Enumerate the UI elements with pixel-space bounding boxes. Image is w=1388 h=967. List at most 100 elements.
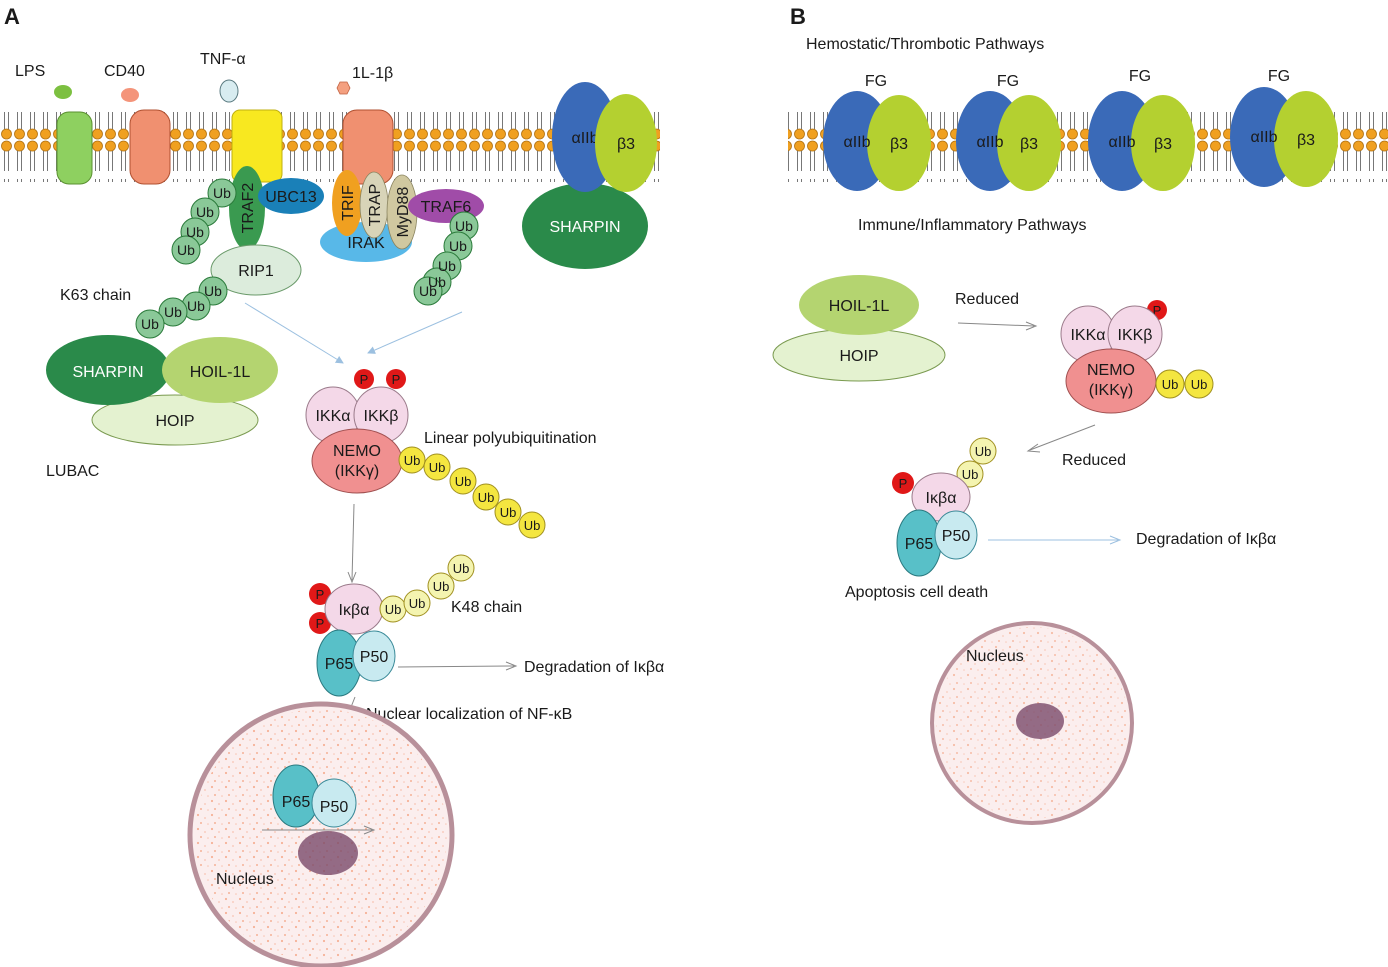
rip1-protein — [210, 244, 302, 296]
aiib-label-4: αIIb — [1250, 129, 1277, 146]
ub-label-k63-4: Ub — [141, 316, 159, 332]
ub-label-traf2-4: Ub — [177, 242, 195, 258]
integrin-aiib-a-label: αIIb — [571, 130, 598, 147]
traf6-label: TRAF6 — [421, 199, 472, 216]
nemo-a-label: NEMO — [333, 443, 381, 460]
degradation-a-label: Degradation of Iκβα — [524, 659, 664, 676]
ikk-p-b-label: P — [1153, 303, 1162, 318]
ub-chain-traf6 — [413, 211, 479, 306]
trap-label: TRAP — [367, 184, 384, 227]
irak-label: IRAK — [347, 235, 385, 252]
ub-label-k48-3: Ub — [433, 579, 450, 594]
trif-label: TRIF — [340, 185, 357, 221]
lubac-label: LUBAC — [46, 463, 99, 480]
ub-label-traf6-1: Ub — [455, 218, 473, 234]
ub-label-linear-1: Ub — [404, 453, 421, 468]
reduced-label-2: Reduced — [1062, 452, 1126, 469]
ub-label-traf6-4: Ub — [428, 274, 446, 290]
ub-chain-linear — [398, 446, 546, 539]
p65-a-label: P65 — [325, 656, 354, 673]
nucleolus-a — [298, 831, 358, 875]
ub-label-k48-2: Ub — [409, 596, 426, 611]
arrow-reduced-2 — [1029, 424, 1096, 451]
hoip-b-label: HOIP — [839, 348, 878, 365]
hemostatic-pathways-label: Hemostatic/Thrombotic Pathways — [806, 36, 1044, 53]
hoil-a — [162, 337, 278, 403]
ligand-lps-label: LPS — [15, 63, 45, 80]
ikba-p-b — [892, 472, 914, 494]
ub-b-2-label: Ub — [1191, 377, 1208, 392]
p50-b — [934, 510, 978, 560]
arrow-ikk-to-ikba — [351, 503, 355, 581]
ub-label-traf6-5: Ub — [419, 283, 437, 299]
ub-label-traf6-2: Ub — [449, 238, 467, 254]
il1b-ligand — [336, 81, 351, 95]
hoil-b-label: HOIL-1L — [829, 298, 890, 315]
b3-label-2: β3 — [1020, 136, 1038, 153]
p50-nucleus-label: P50 — [320, 799, 349, 816]
ub-b-4-label: Ub — [962, 467, 979, 482]
nuclear-localization-label: Nuclear localization of NF-κB — [366, 706, 572, 723]
p50-a-label: P50 — [360, 649, 389, 666]
hoip-a — [91, 394, 259, 446]
ligand-cd40-label: CD40 — [104, 63, 145, 80]
ligand-il1b-label: 1L-1β — [352, 65, 393, 82]
cd40-receptor — [129, 109, 171, 185]
degradation-b-label: Degradation of Iκβα — [1136, 531, 1276, 548]
trif-protein — [332, 170, 362, 236]
ub-label-traf6-3: Ub — [438, 258, 456, 274]
aiib-label-1: αIIb — [843, 134, 870, 151]
ubc13-label: UBC13 — [265, 189, 317, 206]
sharpin-adapter-a-label: SHARPIN — [549, 219, 620, 236]
arrow-to-ikk-right — [367, 311, 463, 354]
aiib-label-2: αIIb — [976, 134, 1003, 151]
ub-b-4 — [956, 460, 984, 488]
arrow-degradation-b-head — [1109, 535, 1122, 545]
ub-chain-k48 — [379, 554, 475, 623]
nucleus-a-arrow-head — [363, 825, 376, 835]
integrin-b3-a-label: β3 — [617, 136, 635, 153]
arrow-reduced-2-head — [1026, 443, 1041, 453]
fg-label-3: FG — [1129, 68, 1151, 85]
hoip-a-label: HOIP — [155, 413, 194, 430]
ikba-p-a-2-label: P — [316, 616, 325, 631]
tnf-ligand — [219, 79, 239, 103]
k63-chain-label: K63 chain — [60, 287, 131, 304]
nemo-b-label: NEMO — [1087, 362, 1135, 379]
sharpin-lubac — [46, 335, 170, 405]
ub-b-1 — [1155, 369, 1185, 399]
hoil-a-label: HOIL-1L — [190, 364, 251, 381]
ub-label-k63-2: Ub — [187, 298, 205, 314]
ub-label-traf2-1: Ub — [213, 185, 231, 201]
ub-b-1-label: Ub — [1162, 377, 1179, 392]
ikk-beta-a-label: IKKβ — [364, 408, 399, 425]
arrow-ikk-to-ikba-head — [347, 571, 357, 584]
ikk-alpha-b-label: IKKα — [1070, 327, 1105, 344]
traf2-label: TRAF2 — [240, 183, 257, 234]
integrin-pair-4 — [1230, 87, 1338, 187]
reduced-label-1: Reduced — [955, 291, 1019, 308]
integrin-b3-a — [595, 94, 657, 192]
arrow-degradation-a — [397, 665, 515, 668]
ubc13-protein — [258, 178, 324, 214]
arrow-reduced-1 — [957, 322, 1035, 327]
integrin-pair-2 — [956, 91, 1061, 191]
ub-b-3-label: Ub — [975, 444, 992, 459]
arrow-reduced-1-head — [1025, 321, 1038, 331]
ub-b-3 — [969, 437, 997, 465]
ub-label-k63-3: Ub — [164, 304, 182, 320]
apoptosis-label: Apoptosis cell death — [845, 584, 988, 601]
nucleolus-b — [1016, 703, 1064, 739]
ikk-beta-b-label: IKKβ — [1118, 327, 1153, 344]
fg-label-1: FG — [865, 73, 887, 90]
fg-label-4: FG — [1268, 68, 1290, 85]
ub-label-k63-1: Ub — [204, 283, 222, 299]
ub-label-traf2-3: Ub — [186, 224, 204, 240]
integrin-pair-3 — [1088, 91, 1195, 191]
panel-b-letter: B — [790, 4, 806, 29]
ub-label-traf2-2: Ub — [196, 204, 214, 220]
integrin-pair-1 — [823, 91, 931, 191]
cell-membrane-a — [0, 112, 660, 182]
aiib-label-3: αIIb — [1108, 134, 1135, 151]
